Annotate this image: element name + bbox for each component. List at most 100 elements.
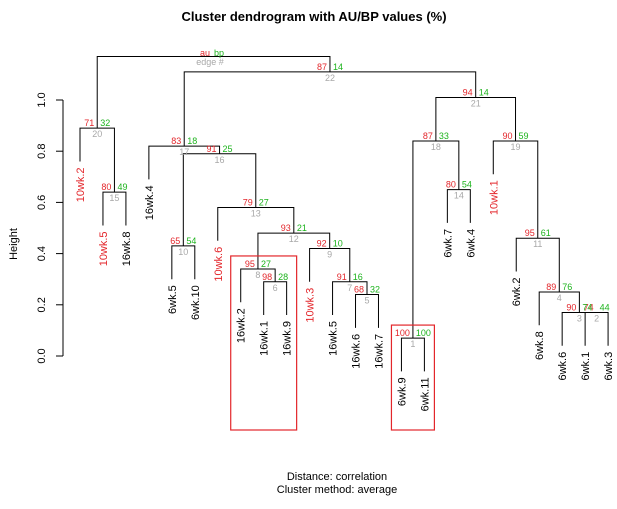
au-value: 89 <box>546 282 556 292</box>
leaf-label: 6wk.6 <box>557 352 569 381</box>
edge-number: 10 <box>178 247 188 257</box>
edge-number: 8 <box>255 270 260 280</box>
y-tick-label: 1.0 <box>36 92 48 107</box>
bp-value: 16 <box>353 272 363 282</box>
y-tick-label: 0.2 <box>36 297 48 312</box>
leaf-label: 16wk.7 <box>373 334 385 369</box>
edge-number: 19 <box>511 142 521 152</box>
edge-number: 16 <box>215 155 225 165</box>
legend-au: au <box>200 48 210 58</box>
chart-title: Cluster dendrogram with AU/BP values (%) <box>181 9 446 24</box>
bp-value: 25 <box>223 144 233 154</box>
y-tick-label: 0.4 <box>36 246 48 261</box>
leaf-label: 10wk.2 <box>75 167 87 202</box>
au-value: 83 <box>171 136 181 146</box>
edge-number: 14 <box>454 191 464 201</box>
bp-value: 54 <box>462 180 472 190</box>
edge-number: 1 <box>410 339 415 349</box>
leaf-label: 16wk.4 <box>144 185 156 220</box>
leaf-label: 10wk.5 <box>98 231 110 266</box>
au-value: 95 <box>245 259 255 269</box>
au-value: 92 <box>317 238 327 248</box>
bp-value: 54 <box>186 236 196 246</box>
bp-value: 44 <box>600 302 610 312</box>
au-value: 79 <box>243 198 253 208</box>
au-value: 74 <box>584 302 594 312</box>
au-value: 91 <box>337 272 347 282</box>
bp-value: 27 <box>261 259 271 269</box>
au-value: 68 <box>354 285 364 295</box>
edge-number: 7 <box>347 283 352 293</box>
branch-edge-3 <box>561 311 597 346</box>
bp-value: 14 <box>479 87 489 97</box>
leaf-label: 6wk.1 <box>580 352 592 381</box>
au-value: 80 <box>101 182 111 192</box>
leaf-label: 6wk.10 <box>190 285 202 320</box>
leaf-label: 16wk.9 <box>282 321 294 356</box>
au-value: 93 <box>281 223 291 233</box>
y-tick-label: 0.0 <box>36 348 48 363</box>
au-value: 95 <box>525 228 535 238</box>
bp-value: 28 <box>278 272 288 282</box>
branch-edge-23 <box>96 55 331 129</box>
leaf-label: 6wk.5 <box>167 285 179 314</box>
bp-value: 14 <box>333 62 343 72</box>
bp-value: 18 <box>187 136 197 146</box>
leaf-label: 16wk.5 <box>328 321 340 356</box>
leaf-label: 10wk.1 <box>488 180 500 215</box>
edge-number: 18 <box>431 142 441 152</box>
bp-value: 21 <box>297 223 307 233</box>
bp-value: 33 <box>439 131 449 141</box>
au-value: 65 <box>170 236 180 246</box>
leaf-label: 16wk.8 <box>121 231 133 266</box>
leaf-label: 16wk.1 <box>259 321 271 356</box>
leaf-label: 6wk.3 <box>603 352 615 381</box>
bp-value: 32 <box>100 118 110 128</box>
bp-value: 10 <box>333 238 343 248</box>
edge-number: 6 <box>273 283 278 293</box>
y-axis: 0.0 0.2 0.4 0.6 0.8 1.0 <box>36 92 64 364</box>
leaf-label: 6wk.9 <box>396 377 408 406</box>
edge-number: 12 <box>289 234 299 244</box>
leaf-label: 16wk.6 <box>351 334 363 369</box>
bp-value: 76 <box>562 282 572 292</box>
cluster-box-edge-8 <box>230 255 298 431</box>
au-bp-legend: au bp edge # <box>196 48 224 67</box>
leaf-label: 10wk.6 <box>213 247 225 282</box>
au-value: 87 <box>423 131 433 141</box>
footer-method: Cluster method: average <box>277 484 397 496</box>
y-tick-label: 0.6 <box>36 195 48 210</box>
edge-number: 13 <box>251 209 261 219</box>
leaf-label: 6wk.11 <box>419 377 431 411</box>
edge-number: 22 <box>325 73 335 83</box>
edge-number: 17 <box>179 147 189 157</box>
edge-number: 21 <box>471 98 481 108</box>
y-tick-label: 0.8 <box>36 144 48 159</box>
leaf-label: 16wk.2 <box>236 308 248 343</box>
au-value: 100 <box>395 328 410 338</box>
edge-number: 2 <box>594 313 599 323</box>
leaf-label: 6wk.8 <box>534 331 546 360</box>
au-value: 87 <box>317 62 327 72</box>
dendrogram-branches <box>79 55 609 372</box>
bp-value: 32 <box>370 285 380 295</box>
footer-distance: Distance: correlation <box>287 471 387 483</box>
au-value: 90 <box>566 302 576 312</box>
cluster-box-edge-1 <box>390 324 436 431</box>
edge-number: 20 <box>92 129 102 139</box>
au-value: 98 <box>262 272 272 282</box>
au-value: 80 <box>446 180 456 190</box>
bp-value: 49 <box>117 182 127 192</box>
bp-value: 27 <box>259 198 269 208</box>
legend-bp: bp <box>214 48 224 58</box>
y-axis-label: Height <box>8 228 20 260</box>
bp-value: 100 <box>416 328 431 338</box>
bp-value: 61 <box>541 228 551 238</box>
edge-number: 5 <box>364 296 369 306</box>
edge-number: 11 <box>533 239 542 249</box>
au-value: 71 <box>84 118 94 128</box>
leaf-label: 6wk.2 <box>511 278 523 307</box>
